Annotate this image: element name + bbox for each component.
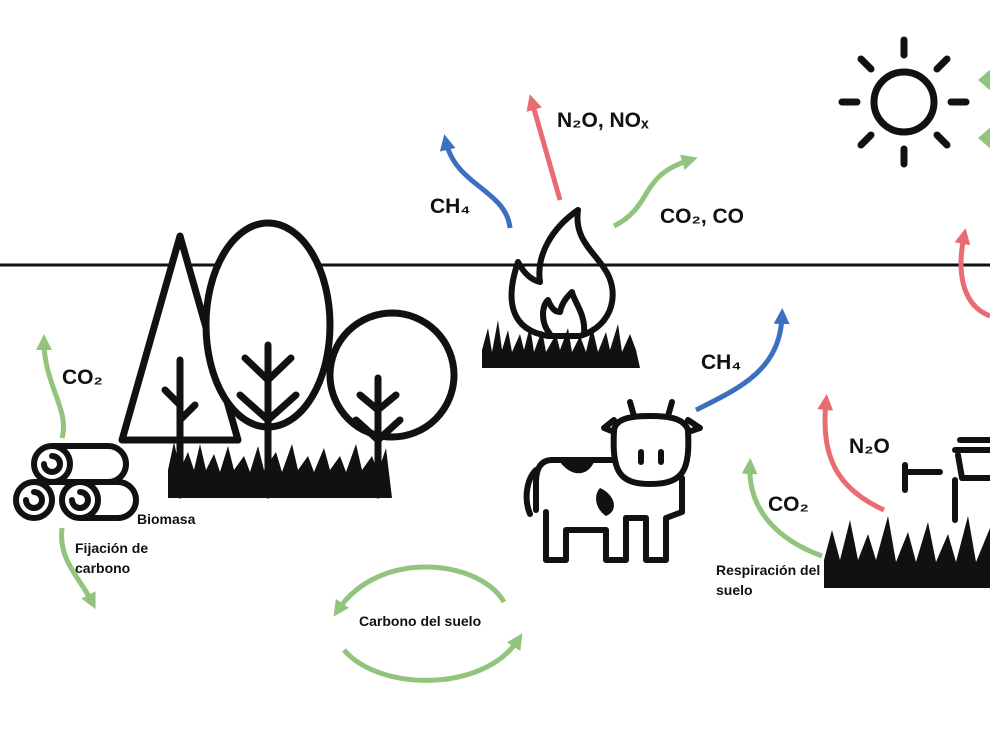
logs-biomass-icon [13,443,139,521]
fire-co2-arrow [612,154,698,229]
soil-respiration-label: Respiración del suelo [716,562,821,598]
carbon-fixation-label: Fijación de carbono [75,540,149,576]
soil-carbon-top-cycle-arrow [333,564,507,617]
soil-n2o-arrow [817,394,886,513]
fire-grass-icon [482,320,640,368]
right-edge-n2o-arrow [954,228,990,319]
soil-respiration-co2-arrow [741,458,823,559]
cow-spots-icon [560,462,614,516]
biomass-co2-label: CO₂ [62,366,103,389]
soil-carbon-label: Carbono del suelo [359,613,482,629]
soil-grass-icon [824,516,990,588]
soil-n2o-label: N₂O [849,435,890,458]
biomass-label: Biomasa [137,511,196,527]
cow-ch4-arrow [694,308,790,413]
sun-icon [838,36,970,168]
fire-ch4-label: CH₄ [430,195,471,218]
biomass-co2-up-arrow [36,334,66,439]
fire-icon [508,207,616,339]
farmer-icon [902,437,990,523]
fire-co2-co-label: CO₂, CO [660,205,744,228]
cow-icon [523,399,703,563]
soil-co2-label: CO₂ [768,493,809,516]
fire-ch4-arrow [439,134,513,229]
forest-grass-icon [168,442,392,498]
sun-side-arrow-icons [978,69,990,149]
fire-n2o-nox-label: N₂O, NOₓ [557,109,649,132]
fire-n2o-arrow [526,94,563,201]
carbon-fixation-down-arrow [59,527,96,610]
soil-carbon-bottom-cycle-arrow [342,633,523,683]
cow-ch4-label: CH₄ [701,351,742,374]
